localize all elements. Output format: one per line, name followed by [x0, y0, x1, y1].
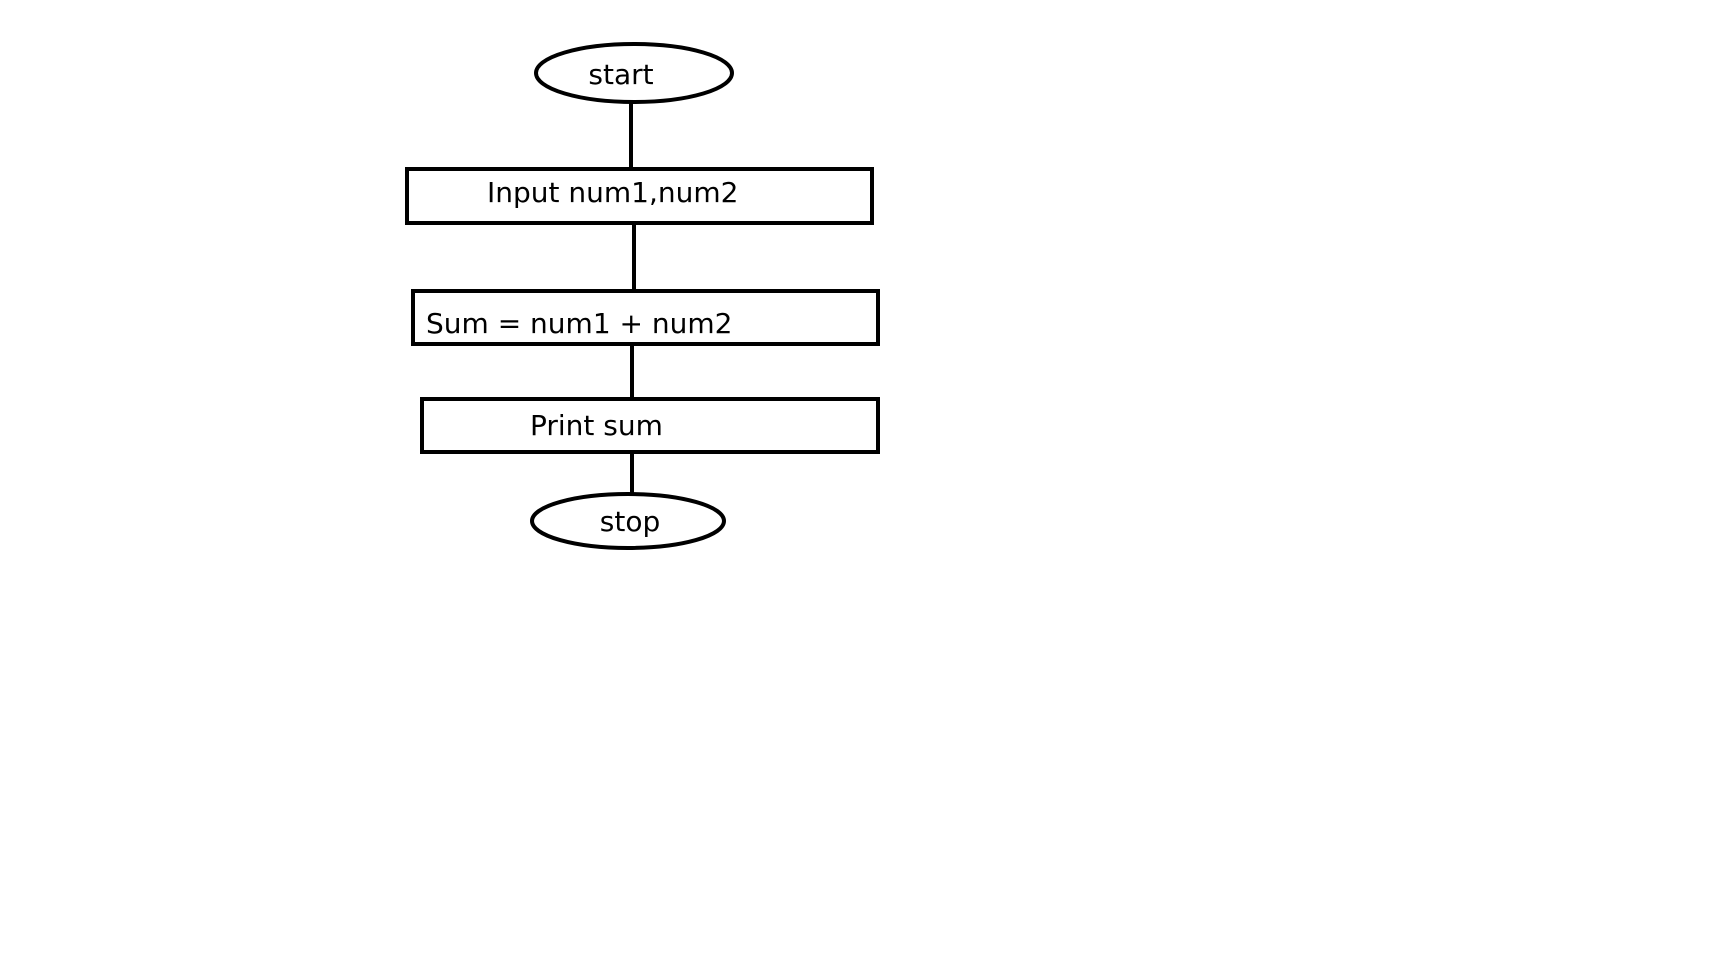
- process-node: Sum = num1 + num2: [411, 289, 880, 346]
- stop-label: stop: [600, 505, 660, 538]
- stop-ellipse: [530, 492, 726, 550]
- stop-node: stop: [530, 492, 726, 550]
- start-ellipse: [534, 42, 734, 104]
- input-node: Input num1,num2: [405, 167, 874, 225]
- input-box: [405, 167, 874, 225]
- start-node: start: [534, 42, 734, 104]
- input-label: Input num1,num2: [487, 176, 738, 209]
- output-box: [420, 397, 880, 454]
- process-box: [411, 289, 880, 346]
- start-label: start: [588, 58, 653, 91]
- process-label: Sum = num1 + num2: [426, 307, 732, 340]
- output-label: Print sum: [530, 409, 663, 442]
- output-node: Print sum: [420, 397, 880, 454]
